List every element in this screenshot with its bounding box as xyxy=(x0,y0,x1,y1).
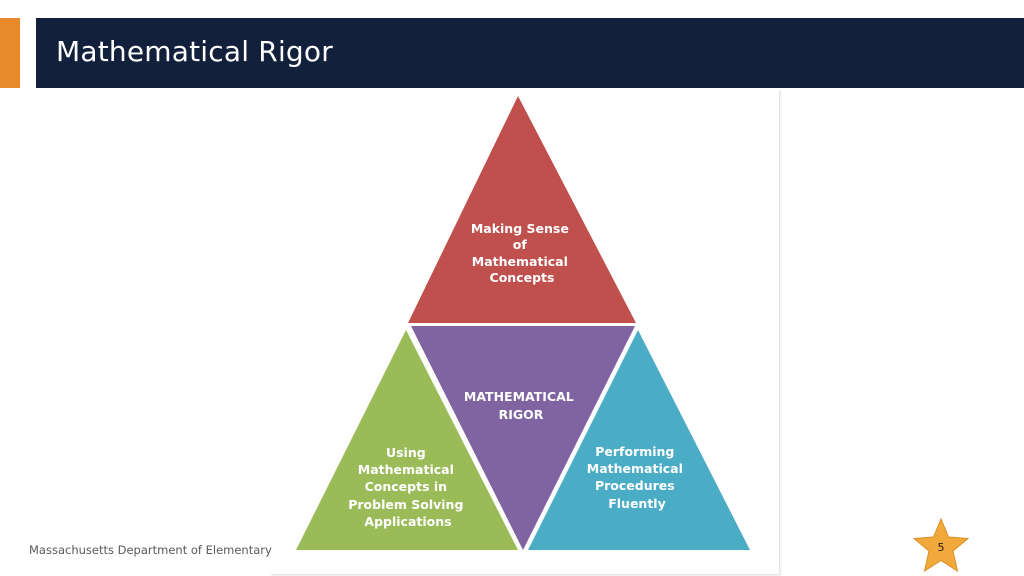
page-number-badge: 5 xyxy=(910,517,972,575)
right-label-line-1: Performing xyxy=(595,444,674,459)
top-label-line-3: Mathematical xyxy=(472,254,568,269)
left-label-line-1: Using xyxy=(386,445,426,460)
star-icon xyxy=(912,517,970,573)
footer-text: Massachusetts Department of Elementary xyxy=(29,543,272,557)
left-label-line-4: Problem Solving xyxy=(348,497,463,512)
center-label-line-2: RIGOR xyxy=(499,407,544,422)
rigor-diagram: Making Sense of Mathematical Concepts MA… xyxy=(271,90,780,575)
top-label-line-2: of xyxy=(513,237,528,252)
right-label-line-4: Fluently xyxy=(608,496,666,511)
left-label-line-5: Applications xyxy=(364,514,451,529)
right-label-line-3: Procedures xyxy=(595,478,675,493)
top-triangle-label: Making Sense of Mathematical Concepts xyxy=(471,221,573,285)
left-triangle xyxy=(296,330,518,550)
left-triangle-label: Using Mathematical Concepts in Problem S… xyxy=(348,445,468,529)
left-label-line-2: Mathematical xyxy=(358,462,454,477)
right-triangle-label: Performing Mathematical Procedures Fluen… xyxy=(587,444,687,511)
rigor-diagram-svg: Making Sense of Mathematical Concepts MA… xyxy=(296,96,750,550)
left-label-line-3: Concepts in xyxy=(365,479,447,494)
top-label-line-4: Concepts xyxy=(490,270,555,285)
center-triangle-label: MATHEMATICAL RIGOR xyxy=(464,389,578,422)
top-triangle xyxy=(408,96,636,323)
center-triangle xyxy=(411,326,635,550)
star-shape xyxy=(912,517,970,573)
accent-bar xyxy=(0,18,20,88)
right-triangle xyxy=(528,330,750,550)
slide-title: Mathematical Rigor xyxy=(56,35,333,68)
top-label-line-1: Making Sense xyxy=(471,221,569,236)
title-bar: Mathematical Rigor xyxy=(36,18,1024,88)
center-label-line-1: MATHEMATICAL xyxy=(464,389,574,404)
right-label-line-2: Mathematical xyxy=(587,461,683,476)
page-number: 5 xyxy=(937,541,945,554)
